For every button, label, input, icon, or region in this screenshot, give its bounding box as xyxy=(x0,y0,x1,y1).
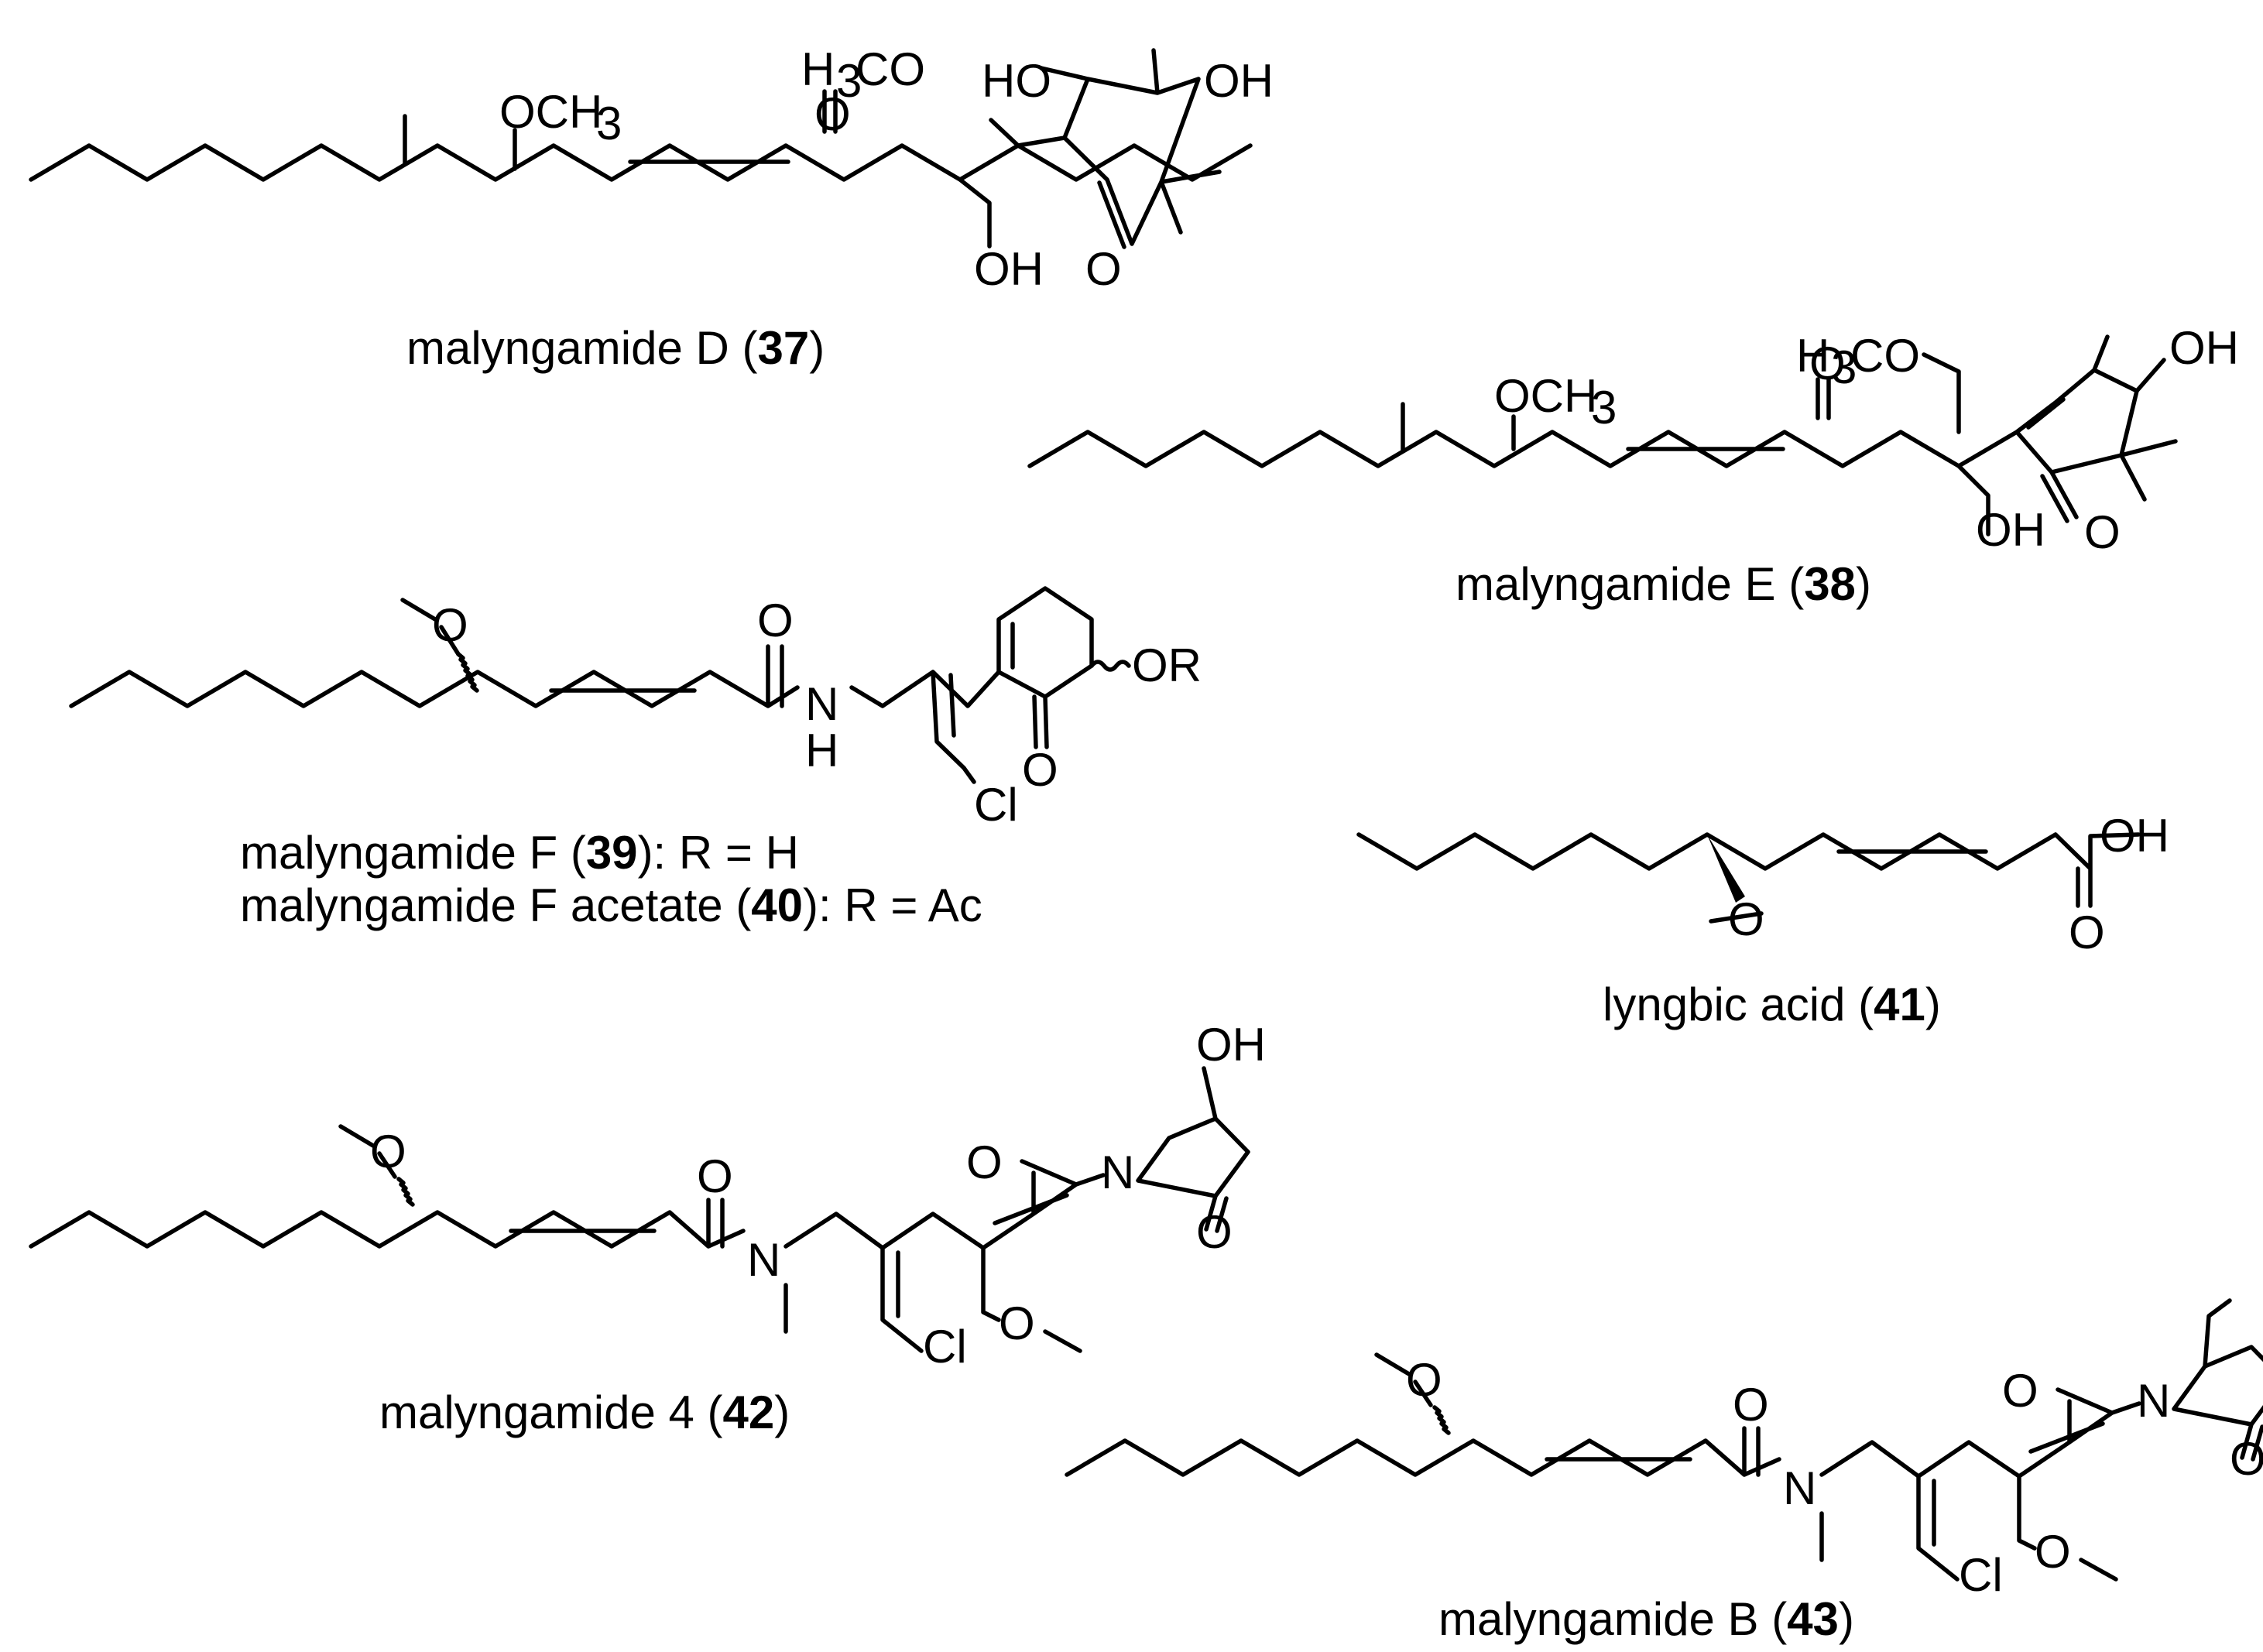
atom-subscript-3: 3 xyxy=(1831,341,1857,393)
atom-label-o-methoxy: O xyxy=(370,1126,406,1177)
atom-label-co: CO xyxy=(855,43,925,95)
atom-label-ketone-o: O xyxy=(1809,338,1846,389)
caption-malyngamide-4: malyngamide 4 (42) xyxy=(379,1386,790,1438)
atom-label-cl: Cl xyxy=(974,779,1018,831)
atom-label-enol-ether-o: O xyxy=(999,1297,1035,1349)
atom-label-o-methoxy: O xyxy=(432,599,468,651)
atom-label-acyl-o: O xyxy=(966,1136,1003,1188)
bond-skeleton xyxy=(29,1066,1250,1353)
structure-malyngamide-b: O O N Cl O O N O malyngamide B (43) xyxy=(1065,1298,2263,1645)
atom-label-oh: OH xyxy=(1196,1019,1266,1071)
atom-label-och3: OCH xyxy=(499,86,602,138)
atom-subscript-3: 3 xyxy=(596,98,622,149)
stereo-wedge-bond-ome xyxy=(1707,835,1745,903)
atom-label-ring-ketone-o: O xyxy=(1022,744,1058,796)
atom-label-pyrrolidinone-n: N xyxy=(1101,1146,1134,1198)
caption-malyngamide-f: malyngamide F (39): R = H xyxy=(240,827,799,879)
atom-label-amide-o: O xyxy=(697,1150,733,1202)
atom-label-amide-o: O xyxy=(757,595,794,646)
stereo-hash-bond-ome xyxy=(1432,1405,1451,1435)
structure-malyngamide-d: OCH 3 H 3 CO O HO OH OH O malyngamide D … xyxy=(29,43,1274,374)
atom-label-or: OR xyxy=(1132,639,1202,691)
stereo-hash-bond-ome xyxy=(456,652,479,693)
atom-label-cl: Cl xyxy=(923,1321,967,1373)
atom-label-oh-right: OH xyxy=(2169,322,2239,374)
caption-malyngamide-d: malyngamide D (37) xyxy=(406,322,825,374)
atom-label-ketone-o: O xyxy=(814,88,851,140)
atom-label-amide-o: O xyxy=(1733,1379,1769,1431)
atom-label-cl: Cl xyxy=(1959,1549,2003,1601)
atom-label-pyrrolinone-n: N xyxy=(2137,1375,2170,1427)
structure-malyngamide-4: O O N Cl O O N OH O malyngamide 4 (42) xyxy=(29,1019,1266,1438)
bond-skeleton xyxy=(1065,1298,2263,1582)
caption-malyngamide-f-acetate: malyngamide F acetate (40): R = Ac xyxy=(240,879,982,931)
atom-subscript-3: 3 xyxy=(836,55,862,107)
caption-malyngamide-b: malyngamide B (43) xyxy=(1438,1593,1854,1645)
atom-subscript-3: 3 xyxy=(1591,382,1617,434)
atom-label-ring-ketone-o: O xyxy=(2084,506,2121,558)
atom-label-oh-bottom: OH xyxy=(1976,504,2045,556)
atom-label-o-methoxy: O xyxy=(1728,893,1764,945)
atom-label-co: CO xyxy=(1850,330,1920,382)
atom-label-lactam-o: O xyxy=(1196,1206,1233,1258)
atom-label-ho: HO xyxy=(982,55,1051,107)
atom-label-oh: OH xyxy=(2100,810,2169,862)
structure-lyngbic-acid: O OH O lyngbic acid (41) xyxy=(1356,810,2169,1030)
atom-label-nh-h: H xyxy=(805,725,838,776)
atom-label-oh-right: OH xyxy=(1204,55,1274,107)
caption-malyngamide-e: malyngamide E (38) xyxy=(1456,558,1871,610)
methoxy-bond xyxy=(1374,1352,1433,1407)
bond-skeleton xyxy=(69,586,1094,784)
bond-skeleton xyxy=(29,48,1253,249)
atom-label-h: H xyxy=(1796,330,1829,382)
structure-malyngamide-f: O O N H O OR Cl malyngamide F (39): R = … xyxy=(69,586,1202,931)
atom-label-enol-ether-o: O xyxy=(2035,1526,2071,1578)
bond-skeleton xyxy=(1027,334,2178,536)
atom-label-h: H xyxy=(801,43,835,95)
atom-label-och3: OCH xyxy=(1494,370,1597,422)
atom-label-acyl-o: O xyxy=(2002,1365,2038,1417)
atom-label-oh-bottom: OH xyxy=(974,243,1044,295)
stereo-hash-bond-ome xyxy=(396,1177,415,1207)
wavy-bond-or xyxy=(1089,660,1131,672)
structure-malyngamide-e: OCH 3 H 3 CO O OH OH O malyngamide E (38… xyxy=(1027,322,2239,610)
methoxy-bond xyxy=(400,598,461,656)
atom-label-o-methoxy: O xyxy=(1406,1354,1442,1406)
methoxy-bond xyxy=(338,1124,397,1179)
atom-label-n-methyl: N xyxy=(747,1234,780,1286)
atom-label-lactam-o: O xyxy=(2230,1433,2263,1485)
atom-label-ring-ketone-o: O xyxy=(1085,243,1122,295)
caption-lyngbic-acid: lyngbic acid (41) xyxy=(1603,979,1941,1030)
atom-label-carbonyl-o: O xyxy=(2069,907,2105,958)
bond-skeleton xyxy=(1356,832,2141,924)
atom-label-n: N xyxy=(805,678,838,730)
atom-label-n-methyl: N xyxy=(1783,1462,1816,1514)
